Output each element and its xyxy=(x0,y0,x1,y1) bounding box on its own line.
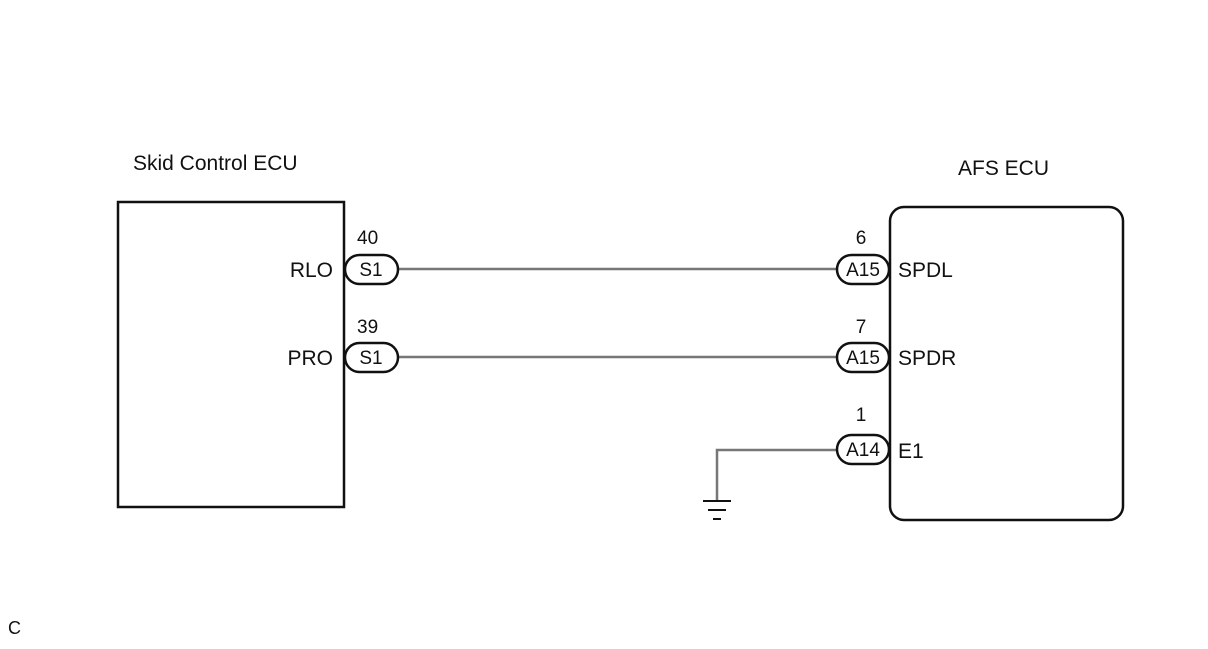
connector-s1-pro: S1 xyxy=(343,341,400,374)
wire-e1-ground xyxy=(715,448,837,500)
connector-a15-spdl: A15 xyxy=(835,253,891,286)
terminal-label-spdl: SPDL xyxy=(898,259,953,282)
afs-ecu-box xyxy=(888,205,1125,522)
connector-label-a15-spdr: A15 xyxy=(846,348,880,369)
skid-control-ecu-box xyxy=(116,200,346,509)
footer-code: C xyxy=(8,618,21,638)
terminal-label-spdr: SPDR xyxy=(898,347,956,370)
ground-icon xyxy=(703,500,731,520)
connector-label-a14-e1: A14 xyxy=(846,440,880,461)
connector-label-s1-pro: S1 xyxy=(359,348,382,369)
pin-number-rlo: 40 xyxy=(357,228,378,249)
terminal-label-e1: E1 xyxy=(898,440,924,463)
connector-s1-rlo: S1 xyxy=(343,253,400,286)
terminal-label-rlo: RLO xyxy=(290,259,333,282)
afs-ecu-title: AFS ECU xyxy=(958,157,1049,180)
pin-number-pro: 39 xyxy=(357,317,378,338)
connector-label-a15-spdl: A15 xyxy=(846,260,880,281)
pin-number-spdr: 7 xyxy=(856,317,867,338)
connector-a14-e1: A14 xyxy=(835,433,891,466)
connector-label-s1-rlo: S1 xyxy=(359,260,382,281)
pin-number-spdl: 6 xyxy=(856,228,867,249)
terminal-label-pro: PRO xyxy=(287,347,333,370)
skid-control-ecu-title: Skid Control ECU xyxy=(133,152,298,175)
pin-number-e1: 1 xyxy=(856,405,867,426)
connector-a15-spdr: A15 xyxy=(835,341,891,374)
